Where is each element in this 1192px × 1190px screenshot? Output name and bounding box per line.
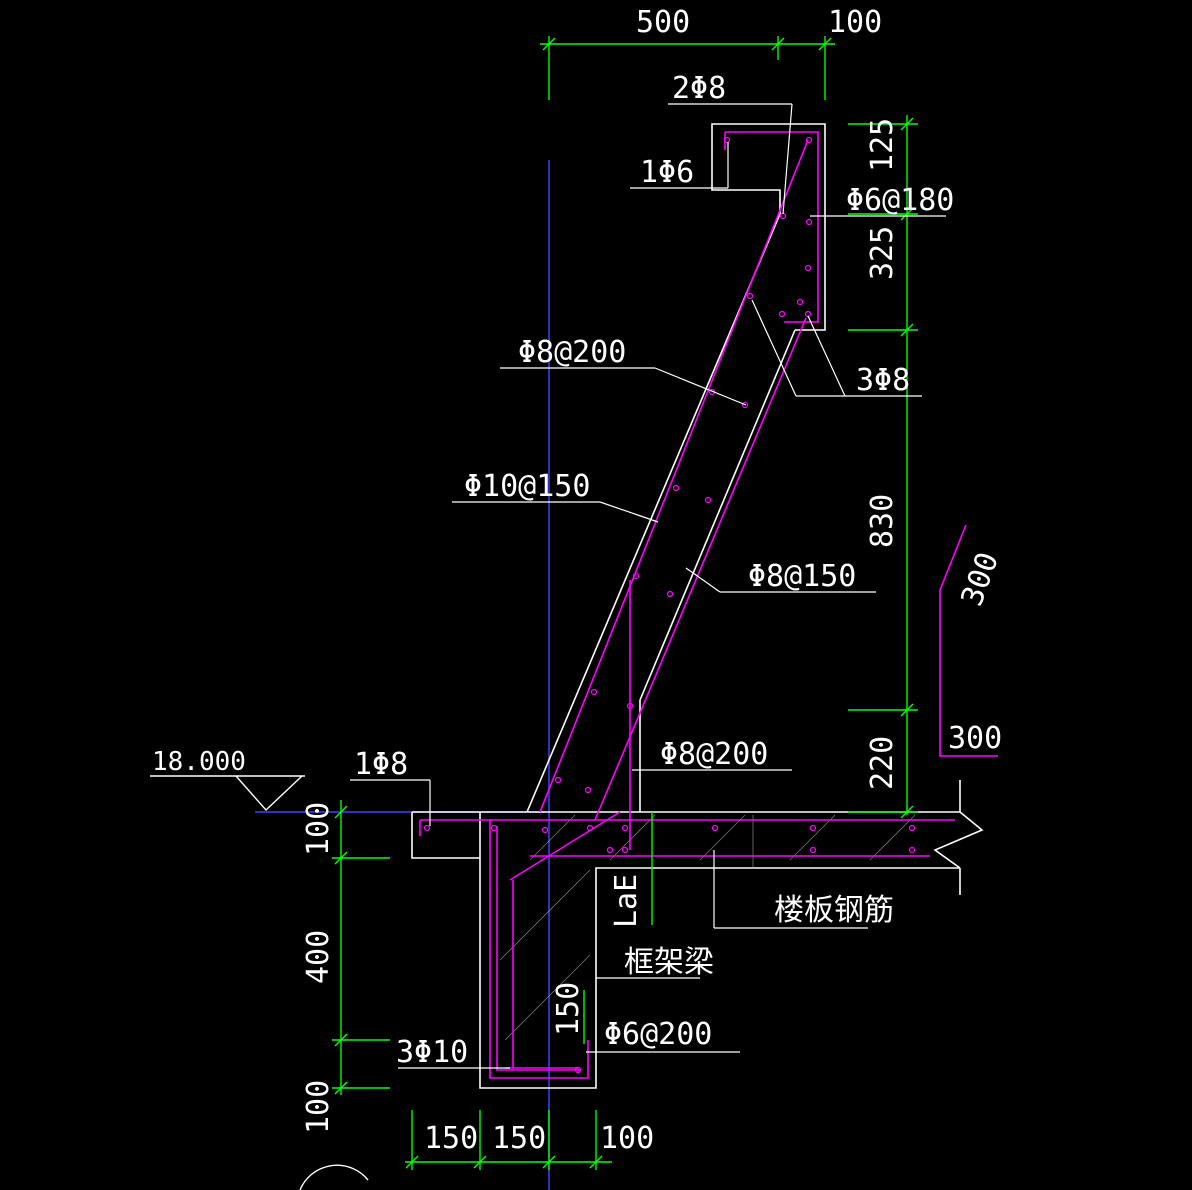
- dimension-ticks: [334, 37, 914, 1169]
- label-slab-reinforcement: 楼板钢筋: [774, 893, 894, 928]
- label-1phi8: 1Φ8: [354, 747, 408, 782]
- dimension-lines: [332, 36, 918, 1170]
- dim-beam-150: 150: [551, 982, 586, 1036]
- dim-step-300-slope: 300: [955, 548, 1006, 611]
- label-1phi6: 1Φ6: [640, 155, 694, 190]
- dim-left-100-top: 100: [301, 802, 336, 856]
- dim-top-500: 500: [636, 5, 690, 40]
- dim-left-400: 400: [301, 930, 336, 984]
- label-frame-beam: 框架梁: [624, 945, 714, 980]
- label-2phi8: 2Φ8: [672, 71, 726, 106]
- dim-left-100-bottom: 100: [301, 1080, 336, 1134]
- dim-step-300-flat: 300: [948, 721, 1002, 756]
- dim-right-125: 125: [865, 118, 900, 172]
- label-phi10-150: Φ10@150: [464, 469, 590, 504]
- dim-top-100: 100: [828, 5, 882, 40]
- label-phi6-200: Φ6@200: [604, 1017, 712, 1052]
- label-phi8-200-upper: Φ8@200: [518, 335, 626, 370]
- concrete-outline: [411, 123, 984, 1089]
- label-lae: LaE: [609, 874, 644, 928]
- elevation-marker: [150, 775, 305, 812]
- concrete-hatching: [499, 814, 916, 1041]
- label-phi8-150: Φ8@150: [748, 559, 856, 594]
- rebar-dots: [423, 136, 916, 1074]
- rebar: [419, 131, 955, 1079]
- label-phi8-200-lower: Φ8@200: [660, 737, 768, 772]
- leader-lines: [350, 103, 946, 1069]
- axis-bubble: [299, 1164, 369, 1190]
- dim-right-830: 830: [865, 494, 900, 548]
- dim-bottom-100: 100: [600, 1121, 654, 1156]
- elevation-label: 18.000: [152, 747, 246, 777]
- label-3phi8: 3Φ8: [856, 363, 910, 398]
- dim-right-325: 325: [865, 226, 900, 280]
- dim-bottom-150-b: 150: [492, 1121, 546, 1156]
- label-phi6-180: Φ6@180: [846, 183, 954, 218]
- dim-bottom-150-a: 150: [424, 1121, 478, 1156]
- label-3phi10: 3Φ10: [396, 1035, 468, 1070]
- step-profile: [939, 524, 998, 757]
- dim-right-220: 220: [865, 736, 900, 790]
